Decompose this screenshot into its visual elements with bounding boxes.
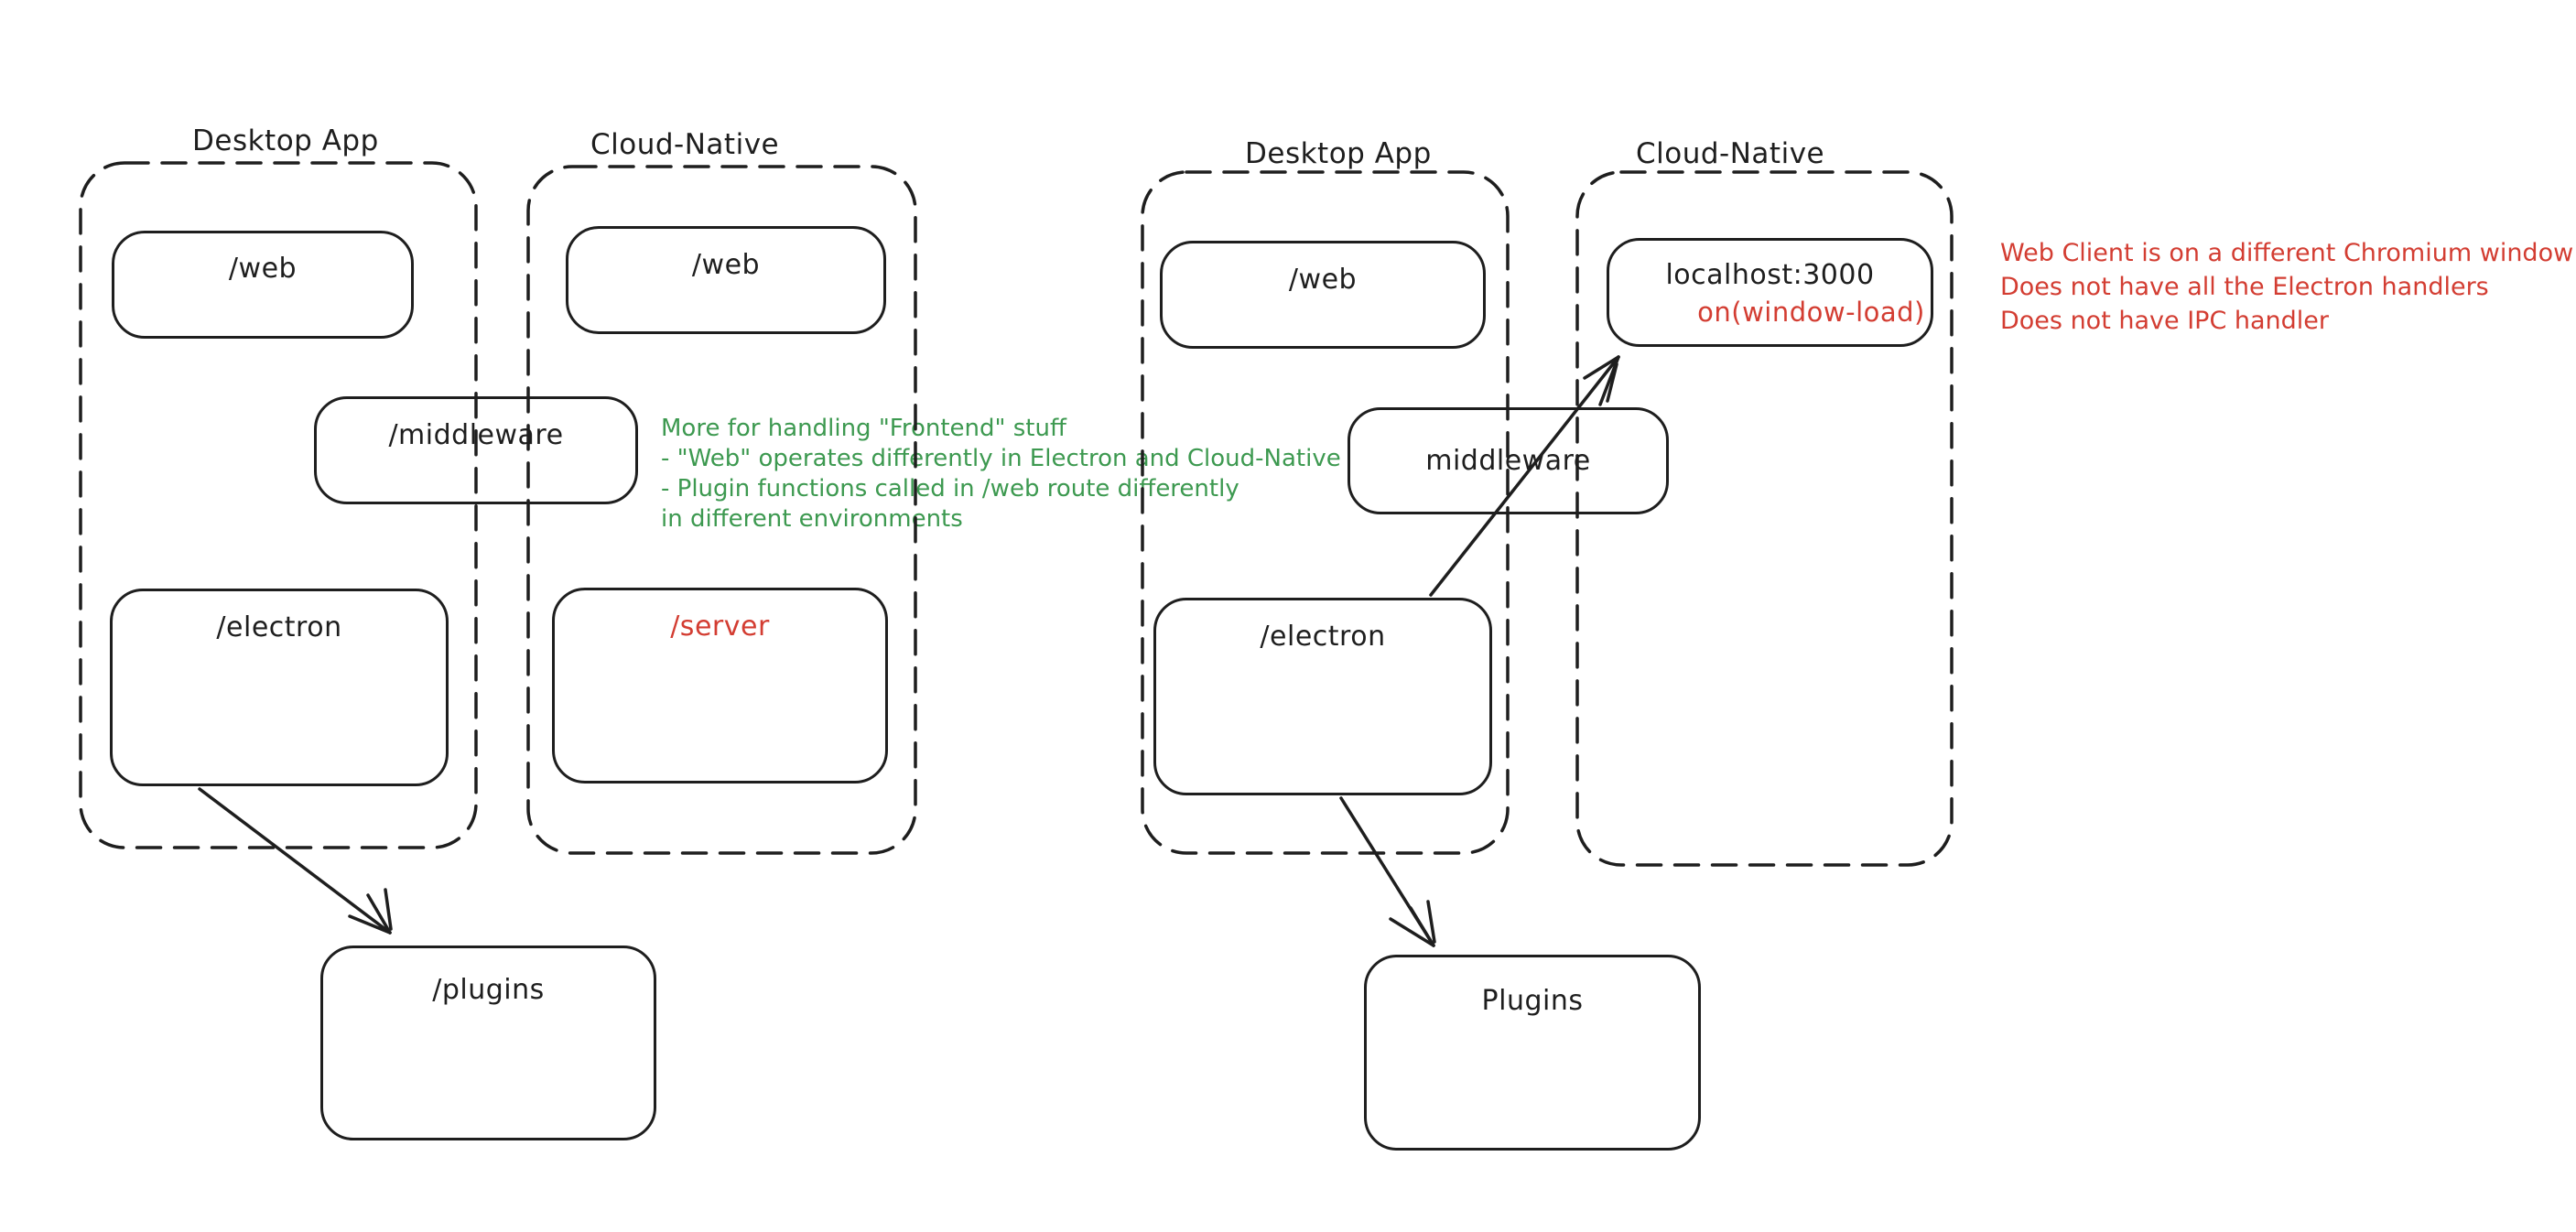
right-window-load-label: on(window-load) [1697, 297, 1925, 328]
green-note: More for handling "Frontend" stuff - "We… [661, 414, 1341, 535]
right-middleware-label: middleware [1425, 445, 1591, 477]
right-desktop-app-label: Desktop App [1245, 137, 1432, 170]
right-desktop-web-box: /web [1160, 241, 1486, 349]
red-note-line: Web Client is on a different Chromium wi… [2000, 239, 2574, 267]
left-server-label: /server [670, 611, 770, 643]
left-cloud-web-label: /web [691, 249, 761, 281]
green-note-line: - Plugin functions called in /web route … [661, 475, 1239, 503]
green-note-line: in different environments [661, 505, 963, 533]
right-electron-box: /electron [1153, 598, 1492, 795]
right-plugins-box: Plugins [1364, 955, 1701, 1151]
red-note: Web Client is on a different Chromium wi… [2000, 236, 2573, 338]
green-note-line: More for handling "Frontend" stuff [661, 415, 1066, 442]
left-cloud-web-box: /web [566, 226, 886, 334]
right-electron-to-plugins-arrow [1339, 796, 1436, 947]
right-desktop-web-label: /web [1288, 264, 1358, 296]
left-middleware-label: /middleware [388, 419, 564, 451]
right-cloud-native-label: Cloud-Native [1636, 137, 1825, 170]
left-electron-to-plugins-arrow [198, 787, 393, 935]
left-desktop-web-label: /web [228, 253, 298, 285]
right-electron-label: /electron [1260, 621, 1386, 653]
red-note-line: Does not have all the Electron handlers [2000, 273, 2489, 301]
left-middleware-box: /middleware [314, 396, 638, 504]
left-server-box: /server [552, 588, 888, 784]
left-electron-box: /electron [110, 589, 449, 786]
right-localhost-box: localhost:3000 on(window-load) [1607, 238, 1933, 347]
green-note-line: - "Web" operates differently in Electron… [661, 445, 1341, 472]
left-cloud-native-label: Cloud-Native [590, 128, 780, 161]
red-note-line: Does not have IPC handler [2000, 307, 2330, 335]
right-middleware-box: middleware [1348, 407, 1669, 514]
left-electron-label: /electron [216, 611, 342, 643]
right-localhost-label: localhost:3000 [1665, 259, 1875, 291]
right-plugins-label: Plugins [1481, 985, 1584, 1017]
left-desktop-app-label: Desktop App [192, 124, 379, 157]
left-plugins-box: /plugins [320, 946, 656, 1140]
left-desktop-web-box: /web [112, 231, 414, 339]
left-plugins-label: /plugins [432, 974, 545, 1006]
